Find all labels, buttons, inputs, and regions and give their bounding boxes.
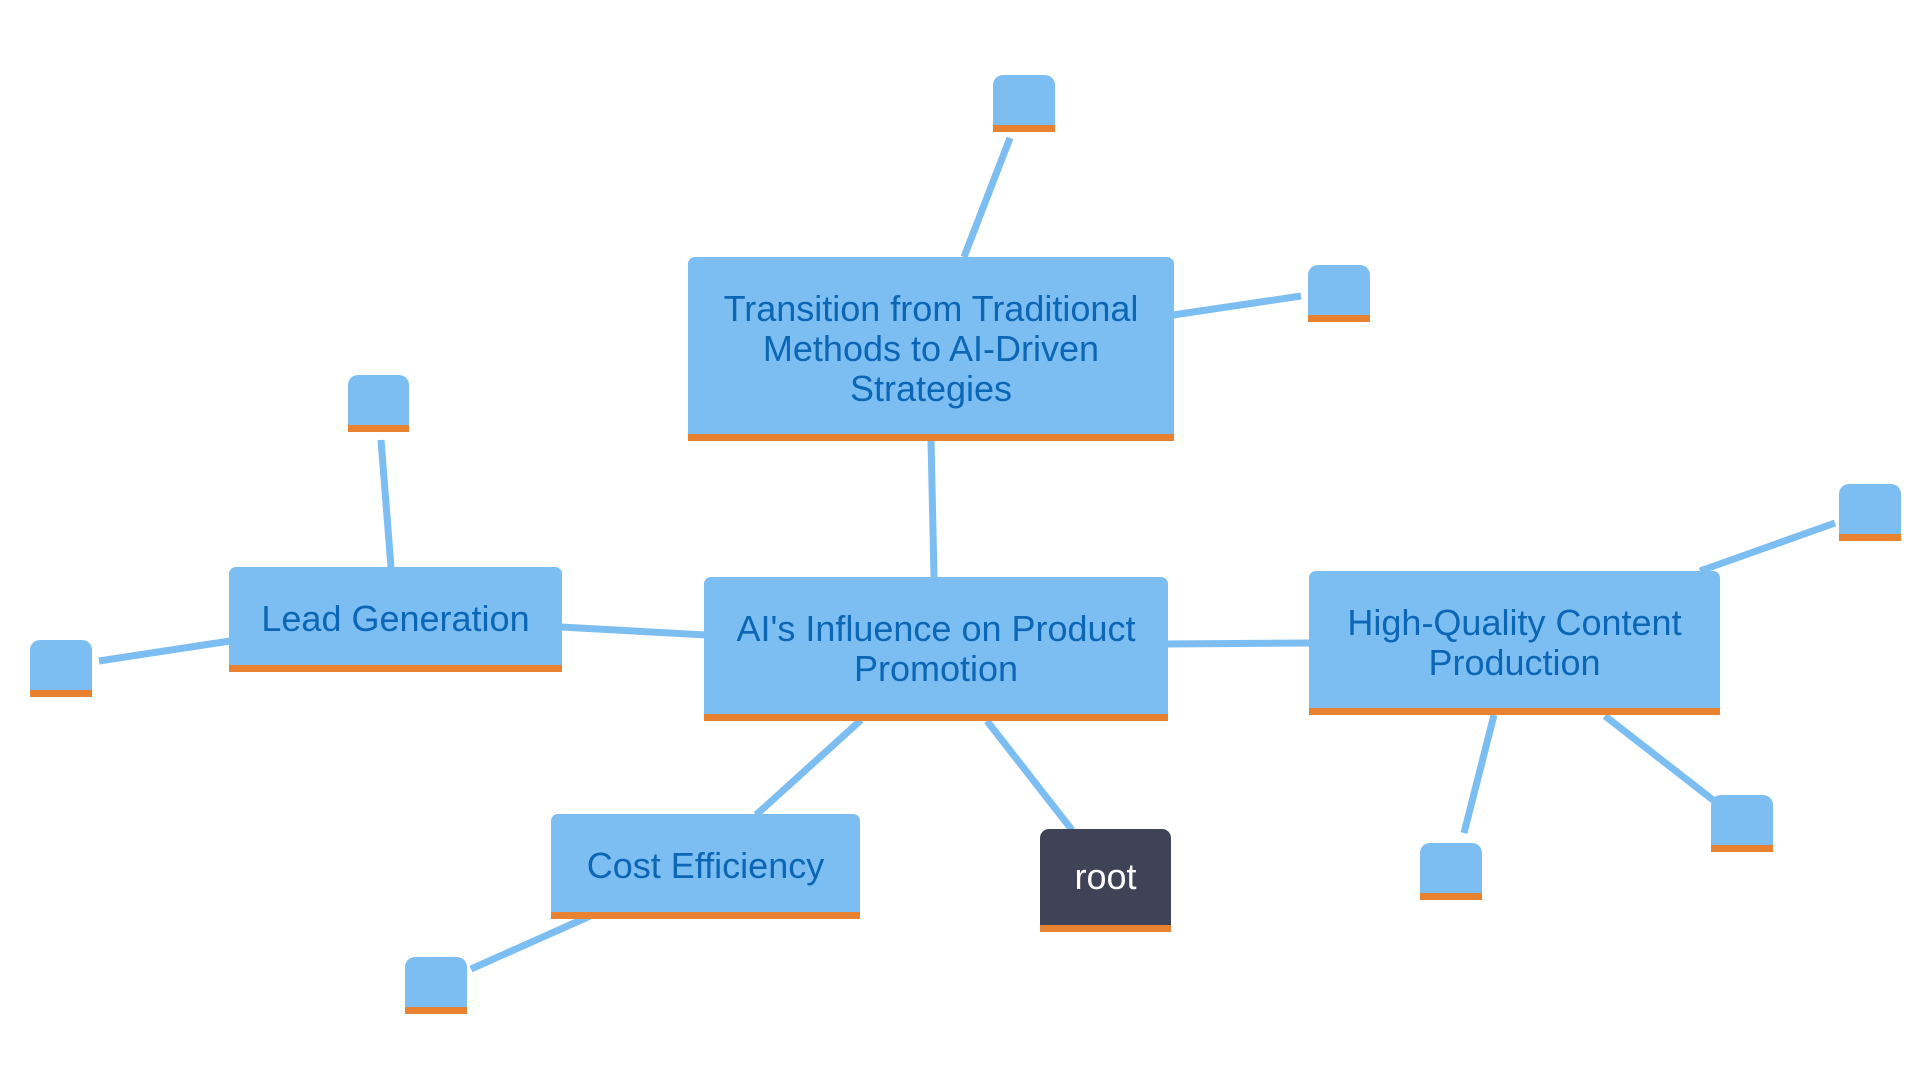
connector-center-root — [984, 718, 1075, 833]
connector-cost-leaf-1 — [469, 912, 592, 973]
transition-leaf-node-1[interactable] — [993, 75, 1055, 132]
lead-leaf-node-1[interactable] — [348, 375, 409, 432]
root-node[interactable]: root — [1040, 829, 1171, 932]
cost-leaf-node-1[interactable] — [405, 957, 467, 1014]
branch-node-cost[interactable]: Cost Efficiency — [551, 814, 860, 919]
connector-center-cost — [753, 717, 864, 818]
branch-node-transition-label: Transition from Traditional Methods to A… — [723, 287, 1139, 409]
connector-center-content — [1165, 639, 1311, 648]
branch-node-lead-generation[interactable]: Lead Generation — [229, 567, 562, 672]
connector-content-leaf-2 — [1602, 713, 1716, 803]
content-leaf-node-2[interactable] — [1711, 795, 1773, 852]
connector-content-leaf-1 — [1698, 519, 1837, 575]
content-leaf-node-1[interactable] — [1839, 484, 1901, 541]
connector-lead-leaf-1 — [377, 439, 395, 568]
branch-node-cost-label: Cost Efficiency — [586, 845, 825, 886]
branch-node-lead-generation-label: Lead Generation — [261, 598, 530, 639]
connector-transition-leaf-2 — [1172, 292, 1302, 319]
connector-content-leaf-3 — [1460, 714, 1498, 834]
connector-lead-leaf-2 — [98, 637, 231, 665]
connector-center-transition — [927, 439, 938, 578]
branch-node-content[interactable]: High-Quality Content Production — [1309, 571, 1720, 715]
branch-node-content-label: High-Quality Content Production — [1347, 601, 1682, 683]
lead-leaf-node-2[interactable] — [30, 640, 92, 697]
branch-node-transition[interactable]: Transition from Traditional Methods to A… — [688, 257, 1174, 441]
root-node-label: root — [1074, 856, 1137, 897]
transition-leaf-node-2[interactable] — [1308, 265, 1370, 322]
center-node-label: AI's Influence on Product Promotion — [736, 607, 1136, 689]
center-node[interactable]: AI's Influence on Product Promotion — [704, 577, 1168, 721]
connector-transition-leaf-1 — [960, 136, 1014, 259]
content-leaf-node-3[interactable] — [1420, 843, 1482, 900]
connector-center-lead-generation — [560, 623, 707, 639]
